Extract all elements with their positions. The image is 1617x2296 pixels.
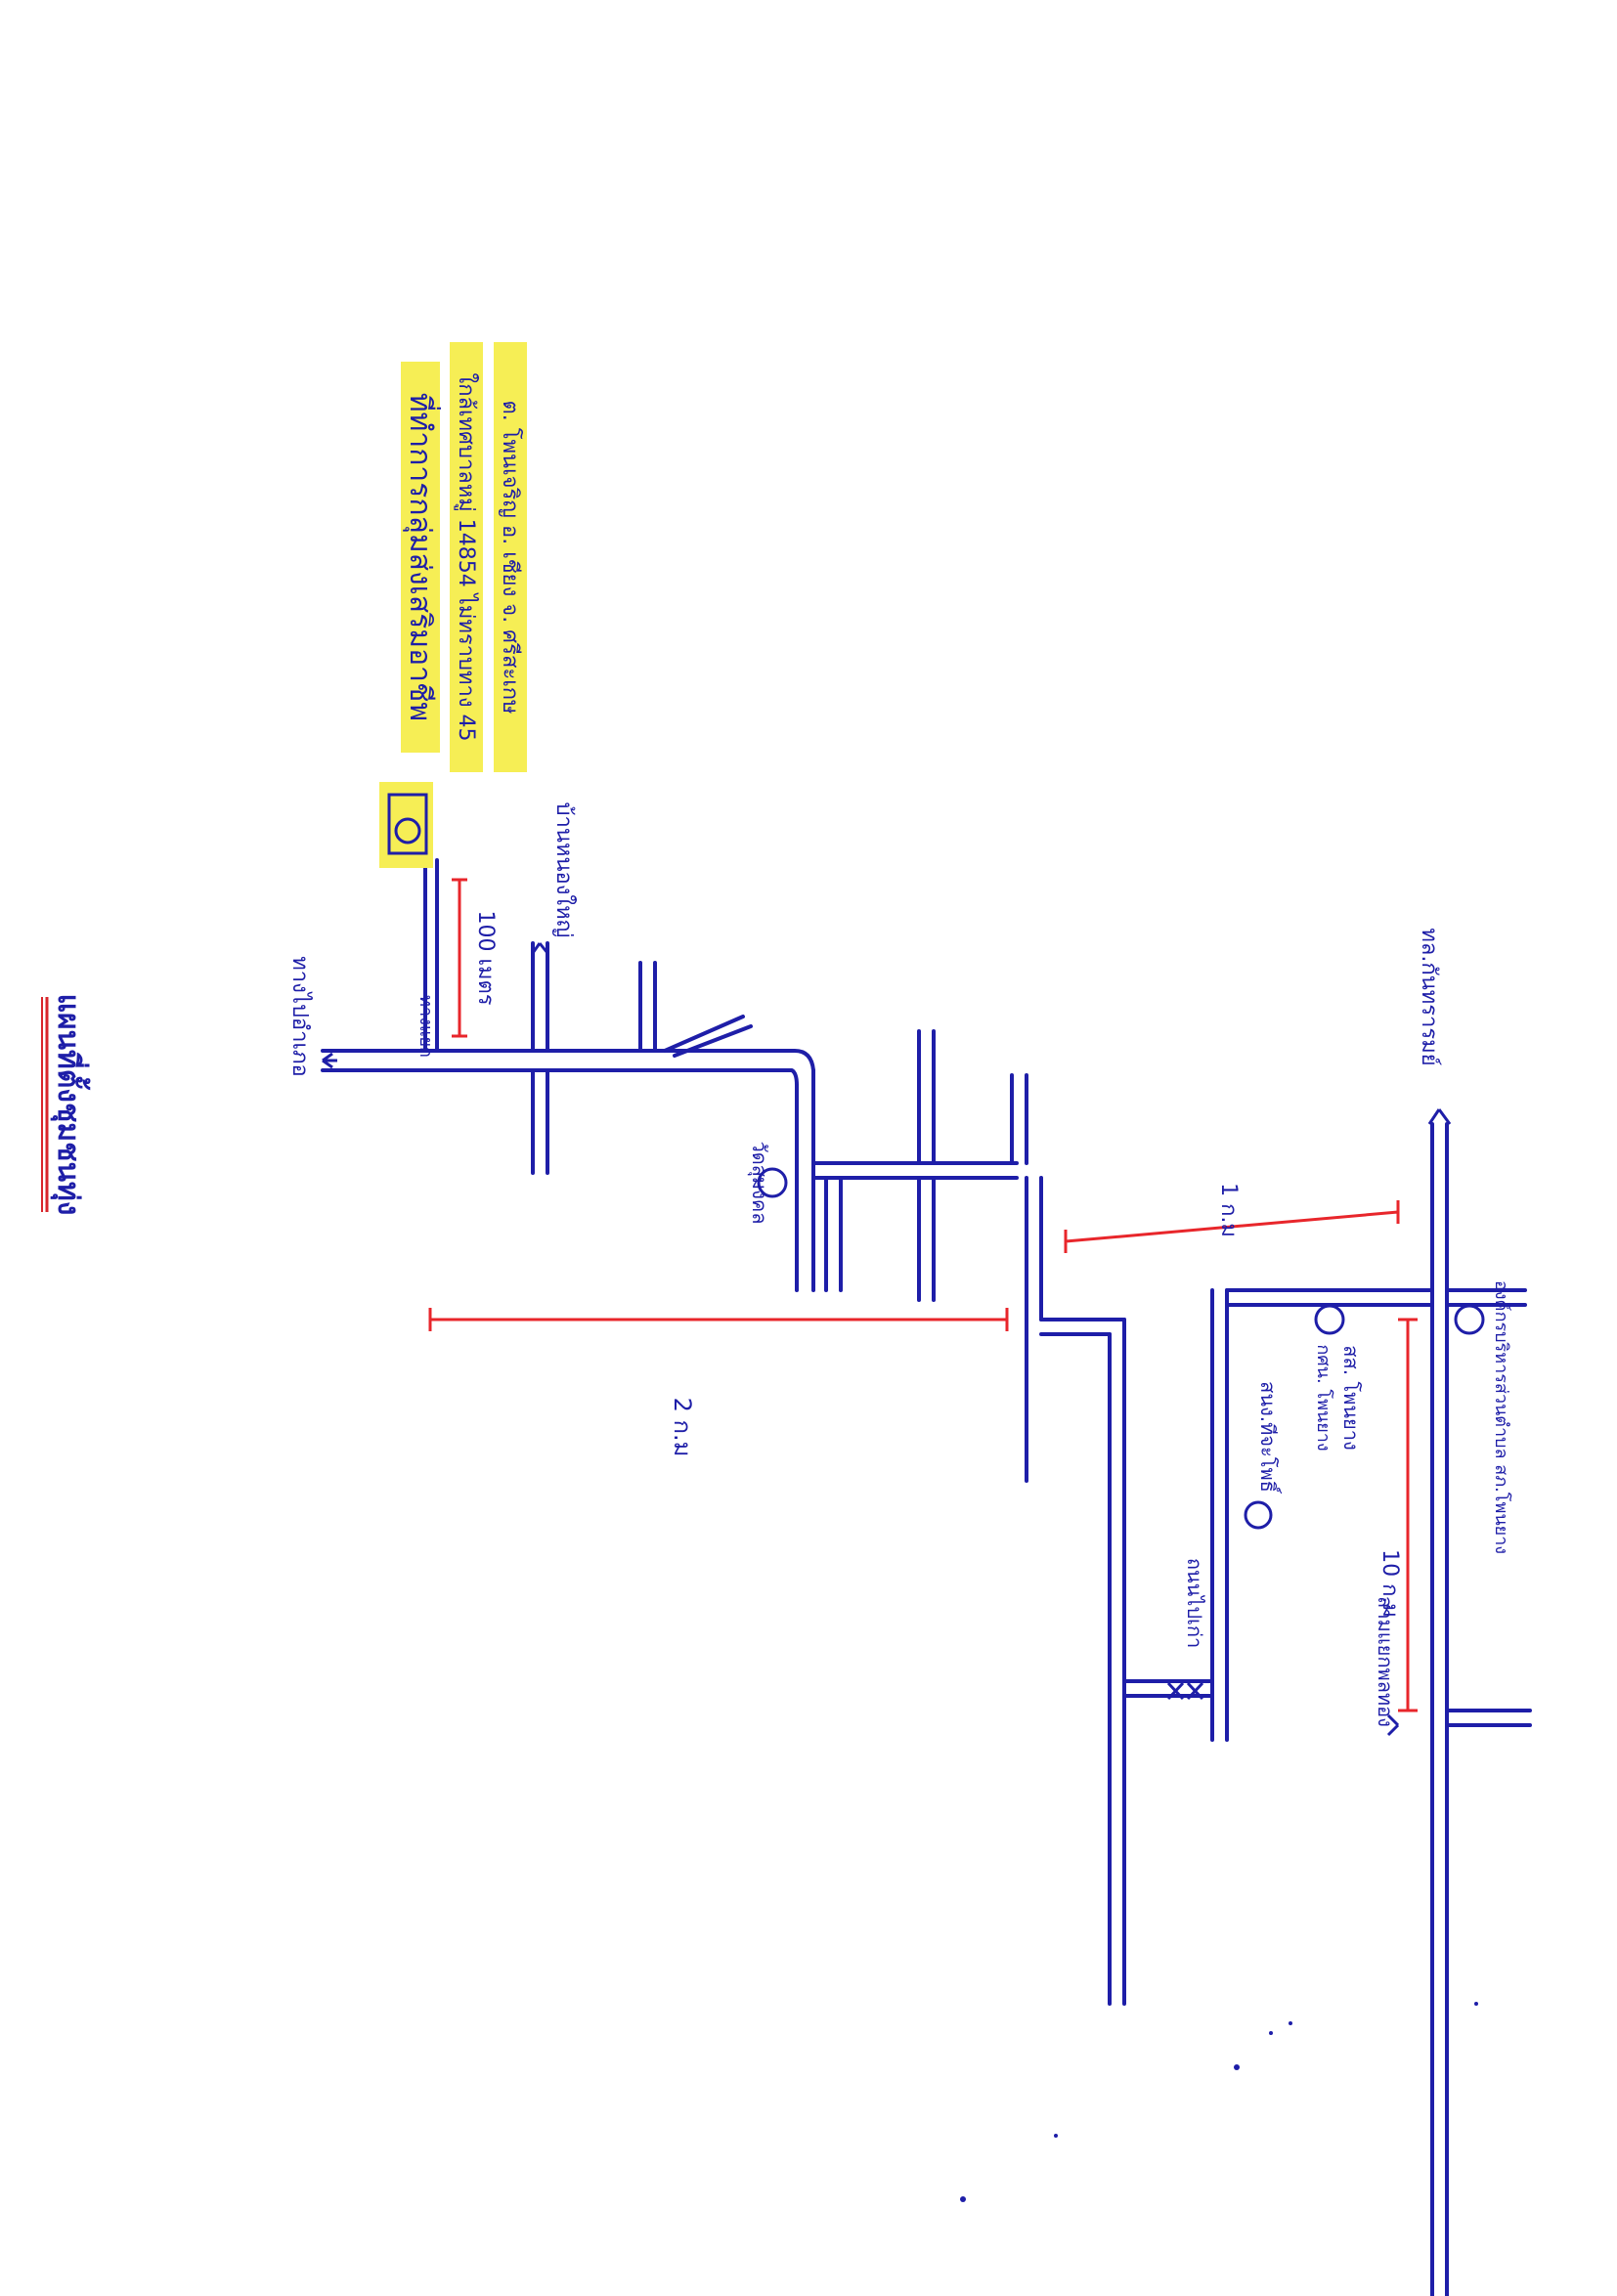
direction-to-north-village: บ้านหนองใหญ่ bbox=[551, 802, 577, 938]
destination-name-highlight bbox=[401, 362, 440, 753]
direction-intersection: ทางแยก bbox=[415, 995, 436, 1058]
road-arrows bbox=[322, 942, 1452, 1737]
landmark-tessaban-office: สนง.ทีจะโพธิ์ bbox=[1256, 1381, 1283, 1495]
landmarks: วัดสุมงคล สนง.ทีจะโพธิ์ สส. โพนยาง กศน. … bbox=[747, 1141, 1512, 1701]
destination-address2-group: ต. โพนเจริญ อ. เชียง จ. ศรีสะเกษ bbox=[494, 342, 527, 772]
paper-specks bbox=[960, 2002, 1478, 2202]
temple-circle-icon bbox=[757, 1167, 788, 1198]
direction-old-road: ถนนไปเก่า bbox=[1183, 1558, 1206, 1648]
destination-address1-group: ใกล้เทศบาลหมู่ 14854 ไม่ทราบทาง 45 bbox=[450, 342, 483, 772]
destination-address-line2: ต. โพนเจริญ อ. เชียง จ. ศรีสะเกษ bbox=[498, 400, 523, 714]
direction-to-east: ทล.กันทรารมย์ bbox=[1417, 928, 1441, 1065]
destination-circle-in-square-icon bbox=[387, 793, 428, 855]
arrow-highway-north-icon bbox=[1427, 1108, 1452, 1125]
destination-circle-icon bbox=[394, 817, 421, 845]
distance-label-1km: 1 ก.ม bbox=[1216, 1183, 1241, 1237]
destination-address1-highlight bbox=[450, 342, 483, 772]
arrow-west-icon bbox=[322, 1052, 337, 1069]
landmark-temple-west: วัดสุมงคล bbox=[747, 1141, 771, 1224]
landmark-municipality: องค์กรบริหารส่วนตำบล สภ.โพนยาง bbox=[1491, 1280, 1512, 1554]
landmark-tax-office: สส. โพนยาง bbox=[1339, 1345, 1363, 1450]
arrow-south-icon bbox=[1386, 1713, 1400, 1737]
road-top-south-edge-c bbox=[643, 1068, 799, 1087]
roads bbox=[321, 858, 1532, 2296]
level-crossing-icon bbox=[1166, 1681, 1204, 1701]
arrow-north-icon bbox=[531, 942, 549, 954]
destination-address-line1: ใกล้เทศบาลหมู่ 14854 ไม่ทราบทาง 45 bbox=[454, 372, 479, 741]
diagonal-road-a bbox=[663, 1015, 745, 1053]
distance-markers bbox=[428, 878, 1418, 1712]
office-circle-icon bbox=[1244, 1500, 1273, 1530]
distance-labels: 100 เมตร 1 ก.ม 2 ก.ม 10 ก.ม bbox=[473, 910, 1402, 1617]
direction-to-south: สามแยกพลทอง bbox=[1374, 1596, 1397, 1727]
road-top-north-edge-c bbox=[643, 1049, 815, 1072]
destination-group: ที่ทำการกลุ่มส่งเสริมอาชีพ ใกล้เทศบาลหมู… bbox=[379, 342, 527, 868]
map-title-group: แผนที่ตั้งชุมชนทุ่ง bbox=[41, 994, 91, 1216]
destination-text-group: ที่ทำการกลุ่มส่งเสริมอาชีพ bbox=[401, 362, 441, 753]
map-title: แผนที่ตั้งชุมชนทุ่ง bbox=[50, 994, 91, 1216]
distance-bar-100m bbox=[452, 878, 467, 1038]
distance-bar-10km bbox=[1398, 1318, 1418, 1712]
distance-label-10km: 10 ก.ม bbox=[1377, 1549, 1402, 1618]
direction-labels: บ้านหนองใหญ่ ทางไปอำเภอ ทล.กันทรารมย์ สา… bbox=[287, 802, 1441, 1727]
distance-label-100m: 100 เมตร bbox=[473, 910, 498, 1005]
landmark-police: กศน. โพนยาง bbox=[1313, 1344, 1334, 1451]
destination-name: ที่ทำการกลุ่มส่งเสริมอาชีพ bbox=[402, 393, 441, 721]
municipality-circle-icon bbox=[1454, 1304, 1485, 1335]
destination-address2-highlight bbox=[494, 342, 527, 772]
distance-bar-1km bbox=[1064, 1200, 1400, 1253]
distance-label-2km: 2 ก.ม bbox=[669, 1398, 696, 1457]
direction-to-west: ทางไปอำเภอ bbox=[287, 956, 313, 1076]
diagonal-road-b bbox=[673, 1024, 753, 1058]
tax-office-circle-icon bbox=[1314, 1304, 1345, 1335]
distance-bar-2km bbox=[428, 1308, 1009, 1331]
